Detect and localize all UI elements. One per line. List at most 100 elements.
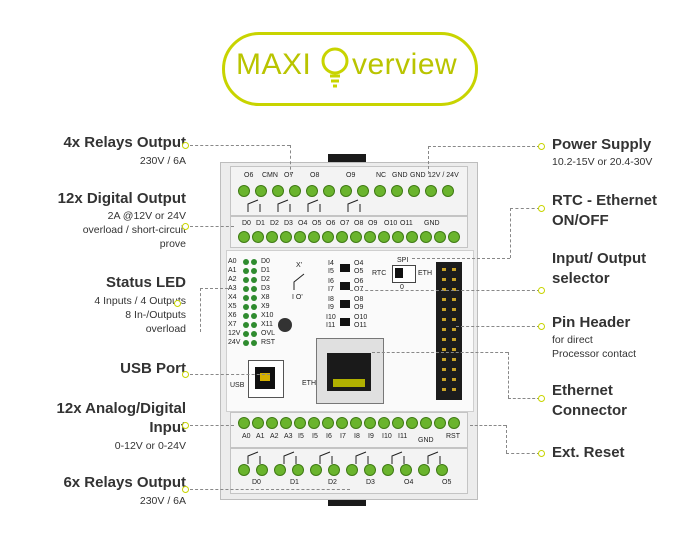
label-ethernet-title2: Connector: [552, 402, 627, 419]
led-label: D3: [261, 285, 270, 292]
title-text-maxi: MAXI: [236, 48, 312, 81]
io-switch-4[interactable]: [340, 318, 350, 326]
leader-line: [428, 146, 540, 147]
terminal-label: I6: [326, 433, 332, 440]
terminal-label: O11: [400, 220, 413, 227]
terminal-label: O4: [298, 220, 308, 227]
led-label: 12V: [228, 330, 241, 337]
analog-terminal-labels: A0 A1 A2 A3 I5 I5 I6 I7 I8 I9 I10 I11: [242, 433, 462, 443]
io-label: I7: [328, 286, 334, 293]
label-pin-header-title: Pin Header: [552, 314, 631, 331]
leader-line: [372, 352, 508, 353]
io-label: O5: [354, 268, 364, 275]
led-label: X5: [228, 303, 237, 310]
led-label: A3: [228, 285, 237, 292]
label-rtc-title2: ON/OFF: [552, 212, 609, 229]
spi-label: SPI: [397, 257, 409, 264]
io-label: I5: [328, 268, 334, 275]
leader-line: [290, 145, 291, 175]
led-label: X6: [228, 312, 237, 319]
terminal-label: D3: [284, 220, 293, 227]
leader-dot: [174, 300, 181, 307]
label-relays-top-title: 4x Relays Output: [63, 134, 186, 151]
eth-switch-label: ETH: [418, 270, 432, 277]
io-label: O6: [354, 278, 364, 285]
label-power-title: Power Supply: [552, 136, 652, 153]
terminal-label: I5: [298, 433, 304, 440]
terminal-label: O7: [284, 172, 294, 179]
led-label: D2: [261, 276, 270, 283]
terminal-label: D1: [256, 220, 265, 227]
label-relays-bottom-sub: 230V / 6A: [139, 495, 186, 507]
led-label: D0: [261, 258, 270, 265]
gnd-label-bottom: GND: [418, 437, 434, 444]
leader-line: [510, 208, 511, 258]
terminal-label: GND: [410, 172, 426, 179]
din-rail-clip-bottom: [328, 496, 366, 506]
rtc-eth-switch[interactable]: [392, 265, 416, 283]
terminal-label: D2: [270, 220, 279, 227]
label-analog-sub: 0-12V or 0-24V: [114, 440, 186, 452]
terminal-label: A1: [256, 433, 265, 440]
terminal-label: O8: [310, 172, 320, 179]
leader-line: [470, 425, 506, 426]
leader-dot: [182, 486, 189, 493]
label-status-led-sub2: 8 In-/Outputs: [125, 309, 186, 321]
led-label: A0: [228, 258, 237, 265]
leader-dot: [182, 223, 189, 230]
io-selector-labels: I4 I5 I6 I7 I8 I9 I10 I11 O4 O5 O6 O7 O8…: [326, 260, 388, 330]
lightbulb-icon: [321, 47, 349, 88]
led-label: 24V: [228, 339, 241, 346]
io-label: O11: [354, 322, 367, 329]
leader-line: [190, 425, 234, 426]
leader-line: [510, 208, 540, 209]
led-label: A2: [228, 276, 237, 283]
terminal-label: GND: [392, 172, 408, 179]
terminal-label: O6: [326, 220, 336, 227]
io-switch-1[interactable]: [340, 264, 350, 272]
leader-line: [190, 374, 270, 375]
title-text-overview: verview: [352, 48, 458, 81]
usb-label: USB: [230, 382, 245, 389]
label-pin-header-sub1: for direct: [552, 334, 593, 346]
io-switch-2[interactable]: [340, 282, 350, 290]
led-label: X4: [228, 294, 237, 301]
leader-line: [190, 145, 290, 146]
terminal-label: O5: [442, 479, 452, 486]
leader-line: [506, 425, 507, 453]
relay-contact-icons-bottom: [247, 451, 441, 464]
led-label: RST: [261, 339, 275, 346]
terminal-label: I5: [312, 433, 318, 440]
label-reset-title: Ext. Reset: [552, 444, 625, 461]
label-status-led-sub1: 4 Inputs / 4 Outputs: [94, 295, 186, 307]
led-label: OVL: [261, 330, 276, 337]
terminal-label: D2: [328, 479, 337, 486]
leader-line: [412, 258, 510, 259]
io-switch-3[interactable]: [340, 300, 350, 308]
pin-header: [436, 262, 462, 400]
label-status-led-sub3: overload: [145, 323, 186, 335]
io-label: O9: [354, 304, 364, 311]
led-label: X8: [261, 294, 270, 301]
terminal-label: 12V / 24V: [428, 172, 459, 179]
led-label: D1: [261, 267, 270, 274]
terminal-label: O6: [244, 172, 254, 179]
terminal-label: D0: [242, 220, 251, 227]
terminal-label: I10: [382, 433, 392, 440]
io-label: I9: [328, 304, 334, 311]
rtc-label: RTC: [372, 270, 387, 277]
leader-dot: [538, 395, 545, 402]
io-label: O10: [354, 314, 368, 321]
terminal-label: D0: [252, 479, 261, 486]
terminal-label: O5: [312, 220, 322, 227]
io-label: O8: [354, 296, 364, 303]
leader-line: [200, 288, 201, 332]
led-label: X11: [261, 321, 273, 328]
switch-label-io: I O': [292, 294, 303, 301]
ethernet-port[interactable]: [316, 338, 384, 404]
terminal-label: NC: [376, 172, 387, 179]
reset-button[interactable]: [278, 318, 292, 332]
label-relays-bottom-title: 6x Relays Output: [63, 474, 186, 491]
terminal-label: O4: [404, 479, 414, 486]
usb-port[interactable]: [248, 360, 284, 398]
